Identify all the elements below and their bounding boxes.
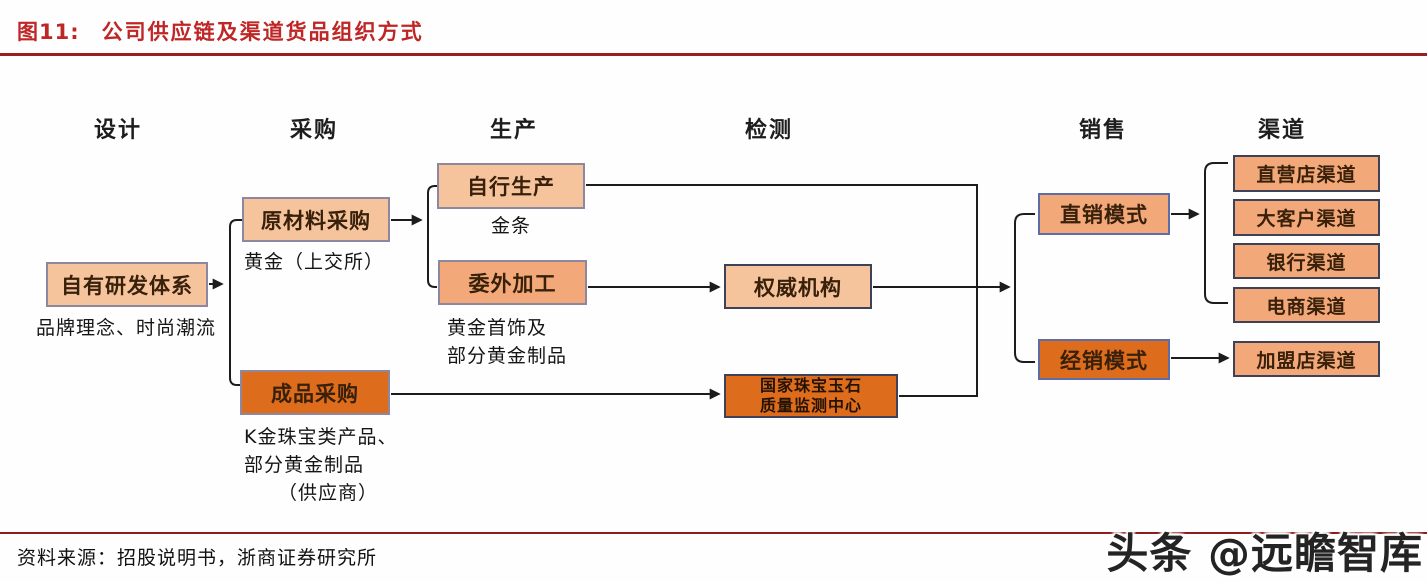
node-outsourced-processing: 委外加工 bbox=[438, 260, 587, 305]
caption-finished-goods: K金珠宝类产品、 部分黄金制品 （供应商） bbox=[244, 423, 397, 507]
node-raw-material-purchase: 原材料采购 bbox=[242, 197, 390, 242]
caption-own-rd-system: 品牌理念、时尚潮流 bbox=[35, 317, 216, 339]
node-channel-key-account: 大客户渠道 bbox=[1233, 199, 1380, 236]
node-channel-franchise-store: 加盟店渠道 bbox=[1233, 341, 1380, 377]
column-header-production: 生产 bbox=[489, 118, 539, 143]
caption-outsourced-line1: 黄金首饰及 bbox=[447, 317, 548, 339]
caption-outsourced-line2: 部分黄金制品 bbox=[447, 345, 568, 367]
figure-title-text: 公司供应链及渠道货品组织方式 bbox=[101, 20, 424, 44]
bracket-production-split bbox=[427, 185, 437, 288]
caption-finished-line2: 部分黄金制品 bbox=[244, 454, 365, 476]
node-self-production: 自行生产 bbox=[437, 163, 585, 209]
node-channel-direct-store: 直营店渠道 bbox=[1233, 155, 1380, 192]
caption-outsourced-processing: 黄金首饰及 部分黄金制品 bbox=[447, 314, 567, 370]
bracket-purchase-split bbox=[229, 219, 242, 386]
national-center-line2: 质量监测中心 bbox=[759, 396, 862, 415]
figure-number: 图11: bbox=[17, 20, 80, 44]
node-finished-goods-purchase: 成品采购 bbox=[240, 370, 390, 415]
caption-finished-line1: K金珠宝类产品、 bbox=[244, 426, 398, 448]
bracket-sales-split bbox=[1014, 213, 1035, 363]
national-center-line1: 国家珠宝玉石 bbox=[759, 376, 862, 395]
node-authority-institution: 权威机构 bbox=[724, 264, 872, 309]
caption-raw-material: 黄金（上交所） bbox=[244, 251, 385, 273]
column-header-channel: 渠道 bbox=[1257, 118, 1307, 143]
node-direct-sales-model: 直销模式 bbox=[1038, 193, 1170, 235]
bracket-channel-group bbox=[1204, 162, 1228, 304]
footer-rule bbox=[0, 532, 1427, 534]
column-header-purchase: 采购 bbox=[289, 118, 339, 143]
node-national-jewelry-center: 国家珠宝玉石 质量监测中心 bbox=[724, 374, 898, 418]
figure-title: 图11: 公司供应链及渠道货品组织方式 bbox=[17, 16, 424, 46]
column-header-testing: 检测 bbox=[744, 118, 794, 143]
title-rule bbox=[0, 53, 1427, 56]
node-own-rd-system: 自有研发体系 bbox=[46, 262, 208, 307]
column-header-sales: 销售 bbox=[1078, 118, 1128, 143]
column-header-design: 设计 bbox=[93, 118, 143, 143]
caption-finished-line3: （供应商） bbox=[278, 482, 379, 504]
node-distribution-model: 经销模式 bbox=[1038, 339, 1170, 380]
caption-self-production: 金条 bbox=[490, 215, 531, 237]
node-channel-bank: 银行渠道 bbox=[1233, 243, 1380, 279]
source-note: 资料来源：招股说明书，浙商证券研究所 bbox=[17, 547, 378, 569]
watermark-toutiao-yuanzhan: 头条 @远瞻智库 bbox=[1106, 529, 1423, 578]
node-channel-ecommerce: 电商渠道 bbox=[1233, 287, 1380, 323]
